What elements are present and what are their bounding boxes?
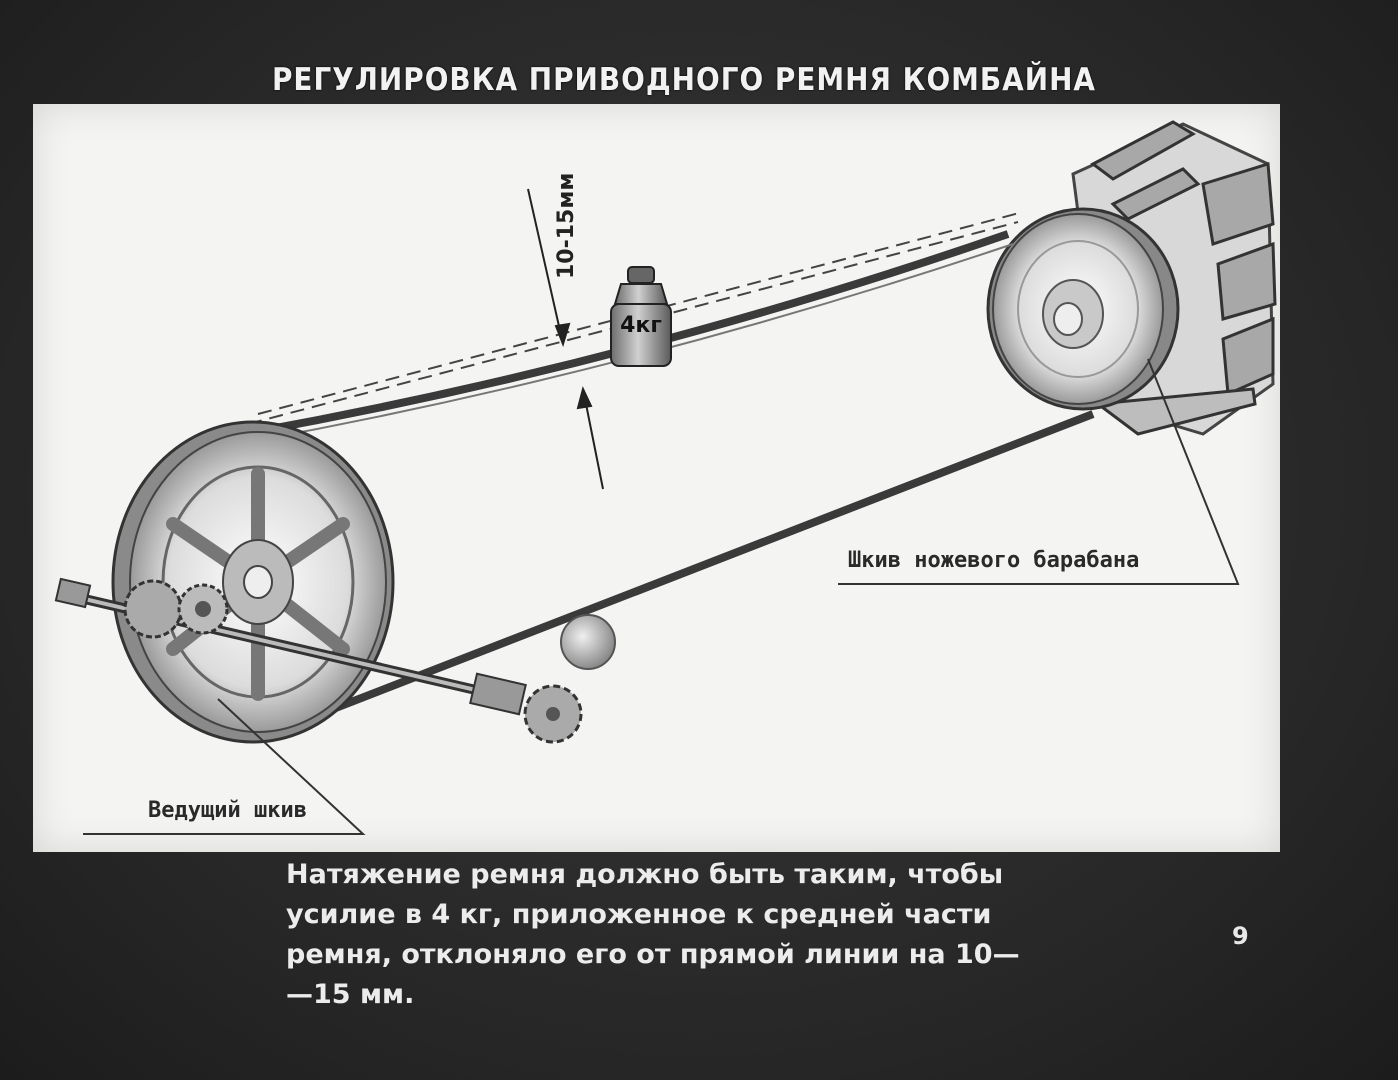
knife-drum-pulley-label: Шкив ножевого барабана (848, 548, 1140, 573)
page-number: 9 (1232, 922, 1249, 950)
caption: Натяжение ремня должно быть таким, чтобы… (286, 855, 1056, 1015)
slide-title: РЕГУЛИРОВКА ПРИВОДНОГО РЕМНЯ КОМБАЙНА (272, 62, 1097, 98)
drive-shaft-and-gears (54, 577, 583, 744)
caption-line-2: усилие в 4 кг, приложенное к средней час… (286, 899, 992, 930)
weight-label: 4кг (620, 313, 662, 338)
caption-line-3: ремня, отклоняло его от прямой линии на … (286, 939, 1020, 970)
caption-line-4: —15 мм. (286, 979, 415, 1010)
caption-line-1: Натяжение ремня должно быть таким, чтобы (286, 859, 1004, 890)
deflection-measure (527, 188, 604, 490)
diagram-panel: 4кг 10-15мм Шкив ножевого барабана Ведущ… (33, 104, 1280, 852)
leader-lines (83, 358, 1240, 835)
tension-roller (560, 614, 616, 670)
drive-pulley-label: Ведущий шкив (148, 798, 307, 823)
deflection-label: 10-15мм (554, 173, 579, 279)
knife-drum-pulley (986, 207, 1180, 411)
belt-drive-diagram: 4кг 10-15мм (54, 120, 1277, 835)
weight-4kg (610, 266, 672, 367)
